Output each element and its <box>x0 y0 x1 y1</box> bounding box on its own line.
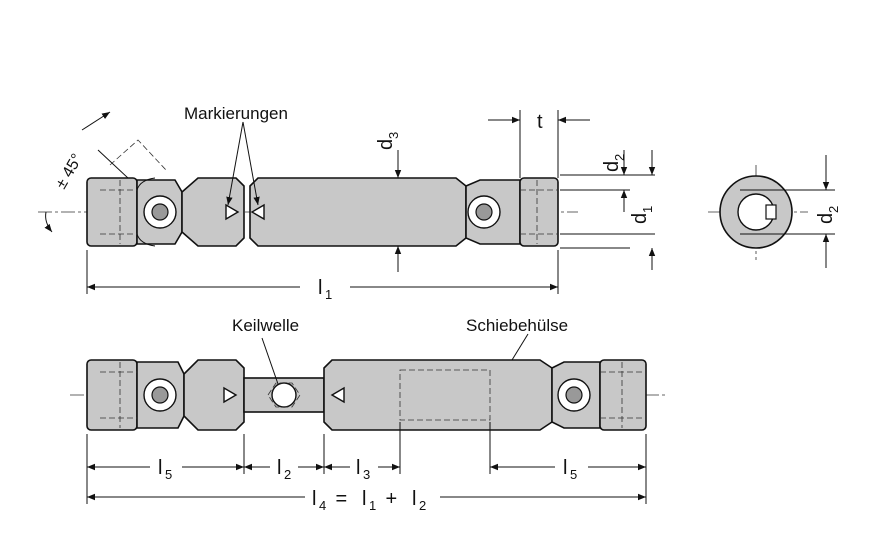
d2-side-main: d <box>815 213 837 224</box>
l4-b-sub: 2 <box>419 498 426 513</box>
d2-sub: 2 <box>612 154 627 161</box>
label-d3: d 3 <box>375 132 401 150</box>
bottom-callouts <box>261 333 529 385</box>
label-l3: l 3 <box>356 457 370 482</box>
l5-right-main: l <box>563 457 567 479</box>
label-d2-side: d 2 <box>815 206 841 224</box>
l4-b-main: l <box>412 488 416 510</box>
label-l4-formula: l 4 = l 1 + l 2 <box>312 488 426 513</box>
l4-equals: = <box>330 488 353 510</box>
label-d2: d 2 <box>601 154 627 172</box>
l3-main: l <box>356 457 360 479</box>
l4-plus: + <box>380 488 403 510</box>
l3-sub: 3 <box>363 467 370 482</box>
l5-left-sub: 5 <box>165 467 172 482</box>
d3-sub: 3 <box>386 132 401 139</box>
l4-main: l <box>312 488 316 510</box>
l4-a-main: l <box>362 488 366 510</box>
label-l5-left: l 5 <box>158 457 172 482</box>
label-keilwelle: Keilwelle <box>232 316 299 335</box>
label-l5-right: l 5 <box>563 457 577 482</box>
label-d1: d 1 <box>629 206 655 224</box>
d2-side-sub: 2 <box>826 206 841 213</box>
l1-sub: 1 <box>325 287 332 302</box>
end-view <box>708 155 835 268</box>
shaft-top-view <box>38 111 578 247</box>
d2-main: d <box>601 161 623 172</box>
label-l1: l 1 <box>318 277 332 302</box>
d1-sub: 1 <box>640 206 655 213</box>
d1-main: d <box>629 213 651 224</box>
l2-main: l <box>277 457 281 479</box>
dimensions-top <box>86 110 656 294</box>
shaft-bottom-view <box>70 359 666 431</box>
label-l2: l 2 <box>277 457 291 482</box>
label-markierungen: Markierungen <box>184 104 288 123</box>
d3-main: d <box>375 139 397 150</box>
l4-sub: 4 <box>319 498 326 513</box>
l5-right-sub: 5 <box>570 467 577 482</box>
label-t: t <box>537 111 543 133</box>
l4-a-sub: 1 <box>369 498 376 513</box>
l1-main: l <box>318 277 322 299</box>
l5-left-main: l <box>158 457 162 479</box>
label-angle: ± 45° <box>53 151 86 192</box>
l2-sub: 2 <box>284 467 291 482</box>
markierungen-callout <box>226 121 260 206</box>
label-schiebehuelse: Schiebehülse <box>466 316 568 335</box>
dimensions-bottom <box>86 422 647 504</box>
